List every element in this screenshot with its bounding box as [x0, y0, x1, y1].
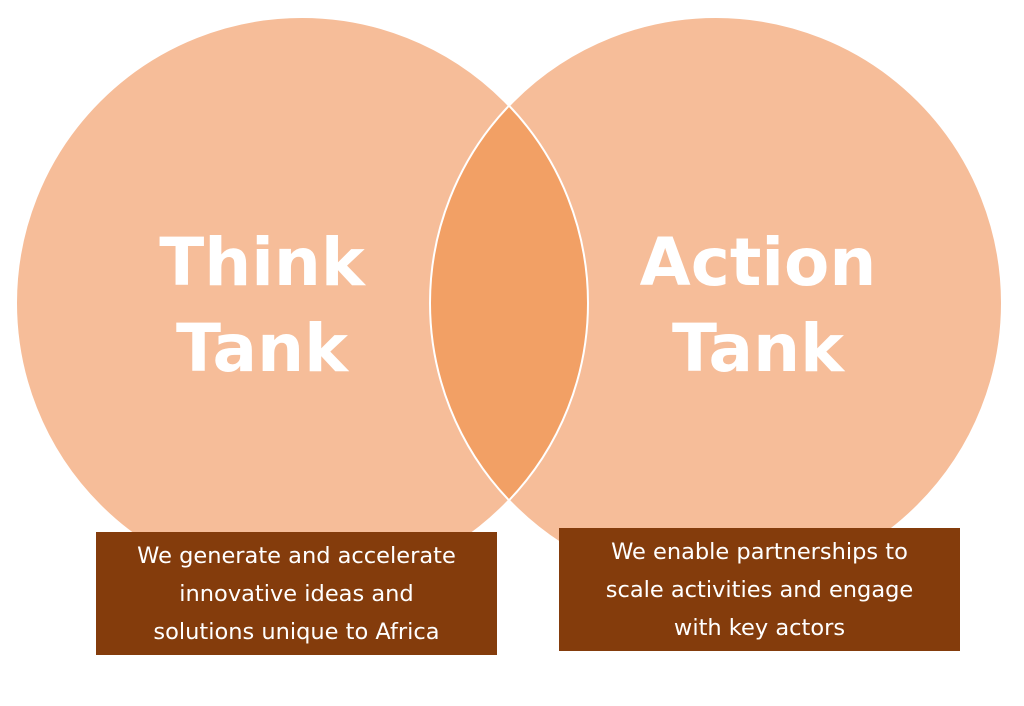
action-tank-title-line-2: Tank: [672, 310, 846, 387]
action-tank-title-line-1: Action: [640, 224, 877, 301]
action-tank-caption-line-3: with key actors: [673, 614, 846, 641]
think-tank-caption-line-1: We generate and accelerate: [137, 542, 456, 569]
think-tank-caption-line-2: innovative ideas and: [179, 580, 414, 607]
think-tank-title-line-2: Tank: [176, 310, 350, 387]
action-tank-caption-line-2: scale activities and engage: [605, 576, 914, 603]
think-tank-caption-line-3: solutions unique to Africa: [153, 618, 440, 645]
think-tank-caption-box: We generate and accelerate innovative id…: [96, 532, 497, 655]
think-tank-title-line-1: Think: [159, 224, 367, 301]
action-tank-caption-line-1: We enable partnerships to: [611, 538, 908, 565]
think-tank-circle: [16, 17, 588, 589]
action-tank-caption-box: We enable partnerships to scale activiti…: [559, 528, 960, 651]
action-tank-circle: [430, 17, 1002, 589]
